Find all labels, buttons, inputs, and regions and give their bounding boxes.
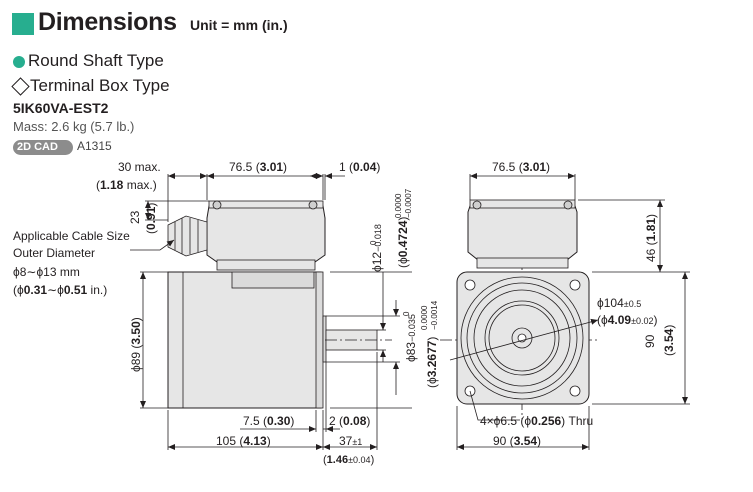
motor-body-side (167, 271, 322, 409)
box-lid-front (469, 199, 576, 209)
cable-size-line1: Applicable Cable Size (13, 229, 130, 243)
lid-screw-right (308, 200, 318, 210)
mount-hole-tl (464, 279, 476, 291)
dim-23-mm: 23 (128, 210, 142, 224)
terminal-box-side (206, 205, 326, 263)
dim-7-5: 7.5 (0.30) (243, 414, 295, 428)
dim-105: 105 (4.13) (216, 434, 271, 448)
name-plate (231, 271, 315, 289)
unit-note: Unit = mm (in.) (190, 17, 288, 33)
hole-leader (469, 390, 520, 421)
dim-shaft-12-in-tol-lo: −0.0007 (404, 188, 413, 218)
cad-badge[interactable] (13, 140, 73, 155)
cable-gland (167, 215, 208, 257)
box-base-side (216, 259, 316, 271)
mount-hole-br (569, 385, 581, 397)
dim-pilot-83-in-tol-lo: −0.0014 (430, 300, 439, 330)
box-lid-side (208, 200, 324, 209)
dim-mount-holes: 4×ϕ6.5 (ϕ0.256) Thru (480, 414, 594, 428)
section-title: Dimensions (38, 8, 177, 36)
terminal-box-front (467, 205, 578, 261)
dim-shaft-12-tol-up: 0 (369, 240, 378, 245)
dim-shaft-12-in-tol-up: 0.0000 (394, 193, 403, 218)
cable-size-line4: (ϕ0.31∼ϕ0.51 in.) (13, 283, 108, 297)
dim-30-in: (1.18 max.) (96, 178, 157, 192)
dim-37: 37±1 (339, 434, 363, 448)
mass-text: Mass: 2.6 kg (5.7 lb.) (13, 119, 135, 134)
flange-side (315, 271, 324, 409)
shaft-type-label: Round Shaft Type (28, 51, 164, 70)
pilot-side (322, 315, 327, 363)
section-marker (12, 13, 34, 35)
filled-circle-icon (13, 56, 25, 68)
dim-90-v-in: (3.54) (662, 324, 676, 356)
dim-2: 2 (0.08) (329, 414, 371, 428)
dim-pilot-83: ϕ83−0.035 (404, 314, 418, 362)
dim-1: 1 (0.04) (339, 160, 381, 174)
dim-pcd-104: ϕ104±0.5 (597, 296, 642, 310)
dim-shaft-12: ϕ12−0.018 (370, 224, 384, 272)
dim-23-in: (0.91) (144, 202, 158, 234)
dim-37-in: (1.46±0.04) (323, 454, 375, 466)
dim-89: ϕ89 (3.50) (129, 317, 143, 372)
dim-90-h: 90 (3.54) (493, 434, 542, 448)
lid-screw-left (212, 200, 222, 210)
dim-front-76-5: 76.5 (3.01) (492, 160, 551, 174)
cable-size-line3: ϕ8∼ϕ13 mm (13, 265, 80, 279)
cable-leader (130, 239, 175, 251)
dim-pcd-104-in: (ϕ4.09±0.02) (597, 313, 658, 327)
dim-pilot-83-tol-up: 0 (402, 311, 411, 316)
cad-badge-label[interactable]: 2D CAD (17, 141, 58, 153)
mount-hole-tr (569, 279, 581, 291)
dim-shaft-12-in: (ϕ0.4724) (396, 216, 410, 268)
pcd-leader (449, 318, 599, 361)
cable-size-line2: Outer Diameter (13, 246, 96, 260)
dim-pilot-83-in-tol-up: 0.0000 (420, 305, 429, 330)
box-type-label: Terminal Box Type (30, 76, 170, 95)
dim-76-5: 76.5 (3.01) (229, 160, 288, 174)
dim-pilot-83-in: (ϕ3.2677) (425, 336, 439, 388)
cad-code: A1315 (77, 139, 112, 153)
dim-30-mm: 30 max. (118, 160, 161, 174)
dim-90-v-mm: 90 (643, 334, 657, 348)
dim-46: 46 (1.81) (644, 213, 658, 262)
model-number: 5IK60VA-EST2 (13, 100, 109, 116)
